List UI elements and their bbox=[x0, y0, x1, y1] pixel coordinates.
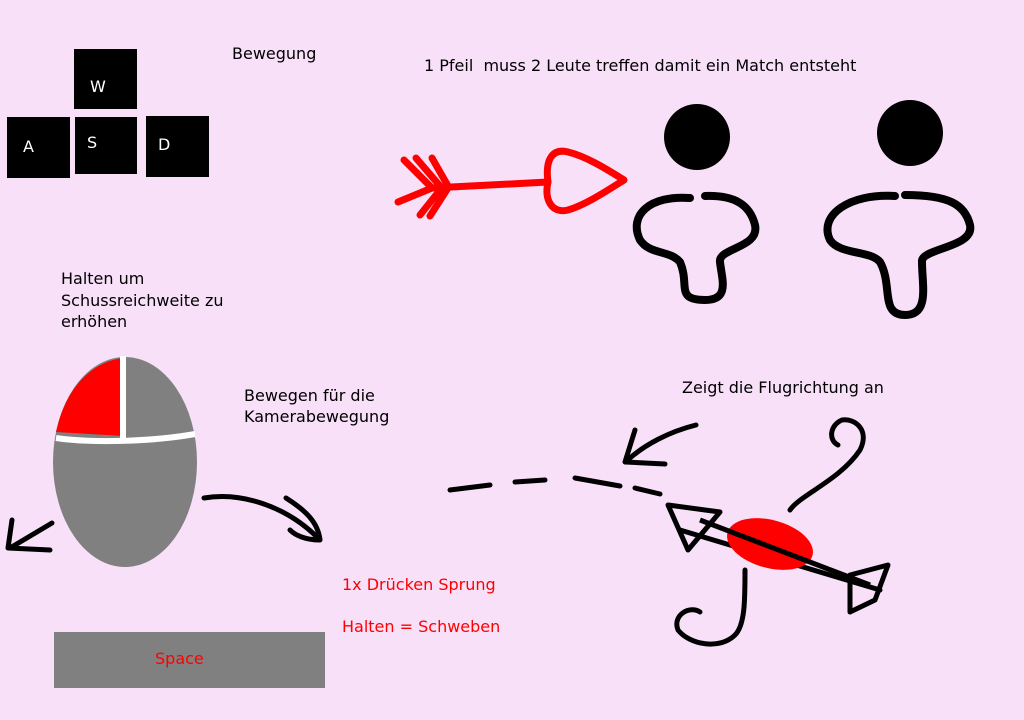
camera-line1: Bewegen für die bbox=[244, 386, 375, 405]
key-w: W bbox=[74, 49, 137, 109]
key-d-label: D bbox=[158, 135, 171, 154]
flight-target-blob bbox=[727, 518, 813, 570]
key-a-label: A bbox=[23, 137, 34, 156]
key-s: S bbox=[75, 117, 137, 174]
space-key: Space bbox=[54, 632, 325, 688]
key-w-label: W bbox=[90, 77, 106, 96]
hold-range-line2: Schussreichweite zu bbox=[61, 291, 224, 310]
key-s-label: S bbox=[87, 133, 98, 152]
hold-range-line1: Halten um bbox=[61, 269, 145, 288]
flight-direction-icon bbox=[447, 417, 891, 647]
person-left-icon bbox=[632, 104, 760, 304]
hold-range-line3: erhöhen bbox=[61, 312, 128, 331]
person-right-icon bbox=[823, 100, 975, 319]
flight-arrow-shaft bbox=[699, 517, 871, 588]
flight-direction-label: Zeigt die Flugrichtung an bbox=[682, 378, 884, 397]
key-a: A bbox=[7, 117, 70, 178]
space-key-label: Space bbox=[155, 649, 204, 668]
red-arrow-icon bbox=[394, 147, 628, 220]
camera-line2: Kamerabewegung bbox=[244, 407, 390, 426]
arrow-rule-label: 1 Pfeil muss 2 Leute treffen damit ein M… bbox=[424, 56, 857, 75]
jump-label: 1x Drücken Sprung bbox=[342, 575, 496, 594]
mouse-icon bbox=[53, 356, 197, 567]
movement-label: Bewegung bbox=[232, 44, 317, 63]
key-d: D bbox=[146, 116, 209, 177]
camera-move-arrows-icon bbox=[5, 494, 323, 553]
hover-label: Halten = Schweben bbox=[342, 617, 501, 636]
